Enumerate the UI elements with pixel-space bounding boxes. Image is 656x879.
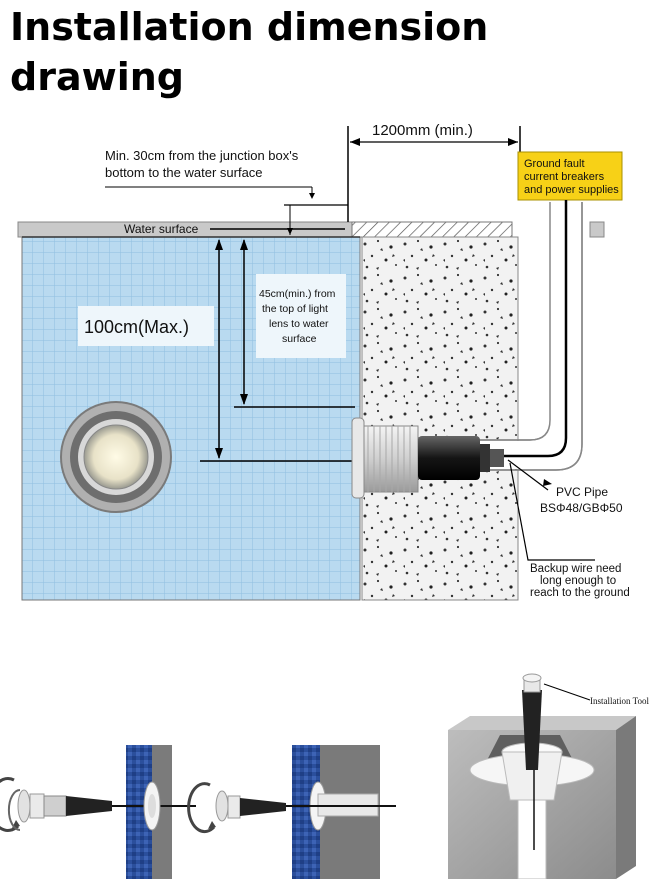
- light-side-view: [351, 417, 504, 499]
- dim-1200-arrow-left: [350, 138, 360, 146]
- backup-line1: Backup wire need: [530, 563, 621, 575]
- pvc-line2: BSΦ48/GBΦ50: [540, 501, 623, 515]
- ground-hatch: [351, 221, 513, 238]
- tool-label: Installation Tool: [590, 696, 649, 706]
- backup-leader: [509, 462, 595, 561]
- ground-fault-line2: current breakers: [524, 171, 605, 183]
- backup-line2: long enough to: [540, 575, 616, 587]
- pvc-leader: [507, 459, 549, 491]
- ground-fault-box: [517, 151, 623, 201]
- depth-max-label: 100cm(Max.): [84, 317, 189, 337]
- lens-line3: lens to water: [269, 318, 329, 330]
- cable: [490, 200, 568, 458]
- ground-fault-line1: Ground fault: [524, 158, 585, 170]
- dim-1200-arrow-right: [508, 138, 518, 146]
- water-surface-label: Water surface: [124, 222, 199, 236]
- pvc-line1: PVC Pipe: [556, 485, 608, 499]
- junction-note-line1: Min. 30cm from the junction box's: [105, 148, 299, 163]
- junction-note-line2: bottom to the water surface: [105, 165, 263, 180]
- install-step-2: [187, 745, 396, 879]
- backup-line3: reach to the ground: [530, 587, 630, 599]
- depth-label-bg: [78, 306, 214, 346]
- width-min-label: 1200mm (min.): [372, 122, 473, 139]
- coping-right: [589, 221, 605, 238]
- lens-line4: surface: [282, 333, 317, 345]
- lens-line2: the top of light: [262, 303, 328, 315]
- page-title: Installation dimension drawing: [10, 5, 489, 99]
- lens-line1: 45cm(min.) from: [259, 288, 336, 300]
- pool-light-front: [60, 401, 172, 513]
- install-step-3: [448, 673, 636, 879]
- lens-label-bg: [256, 274, 346, 358]
- ground-fault-line3: and power supplies: [524, 184, 619, 196]
- install-step-1: [0, 745, 196, 879]
- concrete-wall: [361, 236, 519, 601]
- tool-leader: [543, 683, 591, 701]
